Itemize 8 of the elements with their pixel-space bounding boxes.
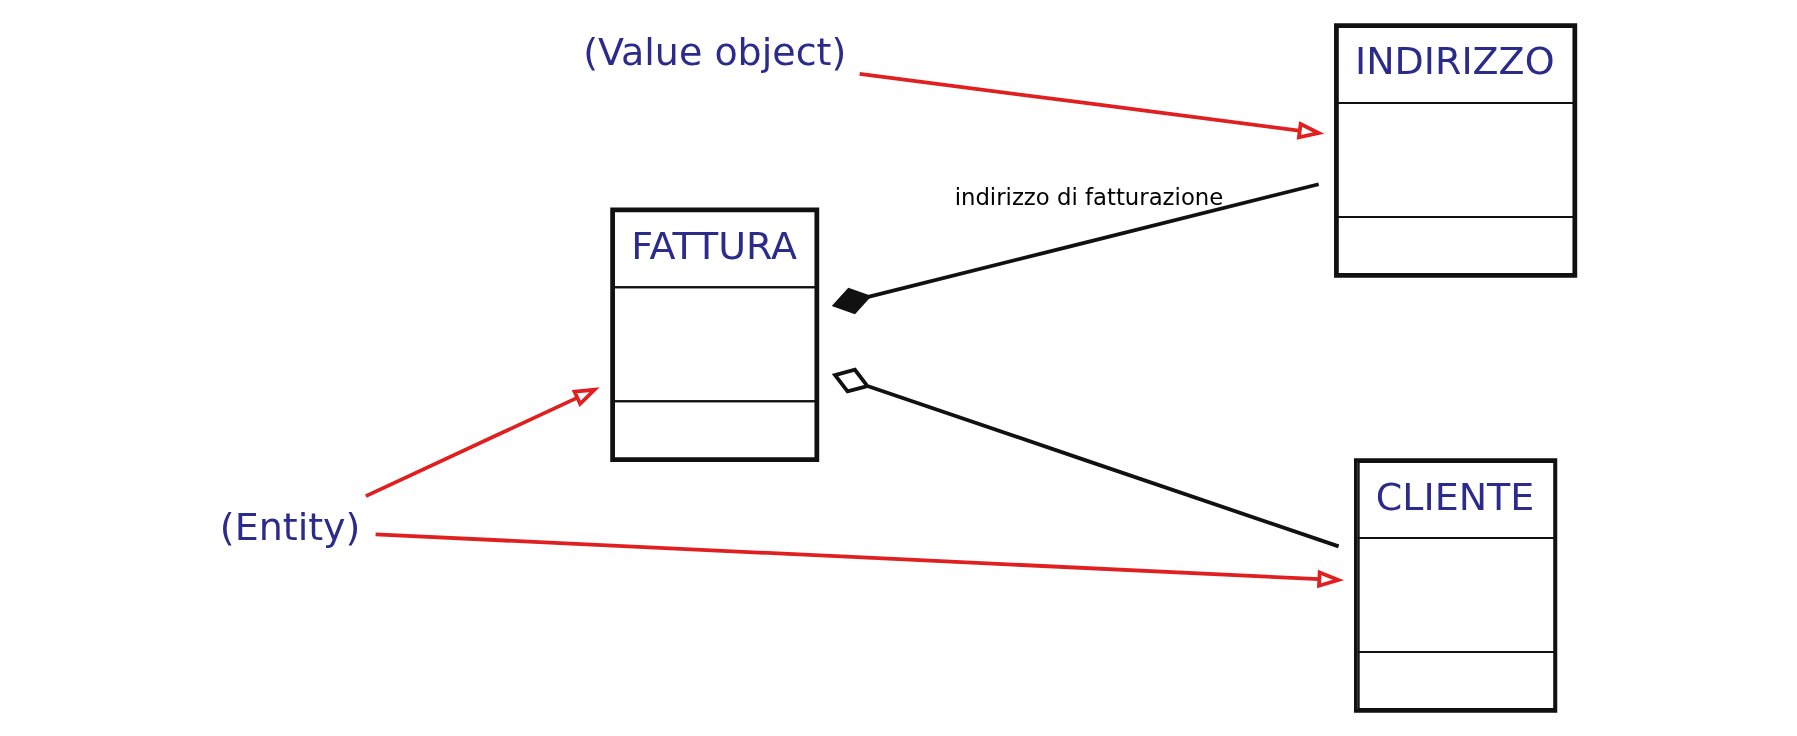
arrow [364, 387, 600, 498]
connector [831, 182, 1319, 315]
node-text: (Value object) [582, 29, 846, 74]
node-text: (Entity) [219, 504, 360, 549]
edge-label: indirizzo di fatturazione [954, 183, 1223, 210]
arrow [858, 72, 1324, 140]
connector [831, 367, 1339, 549]
arrow [375, 532, 1344, 589]
